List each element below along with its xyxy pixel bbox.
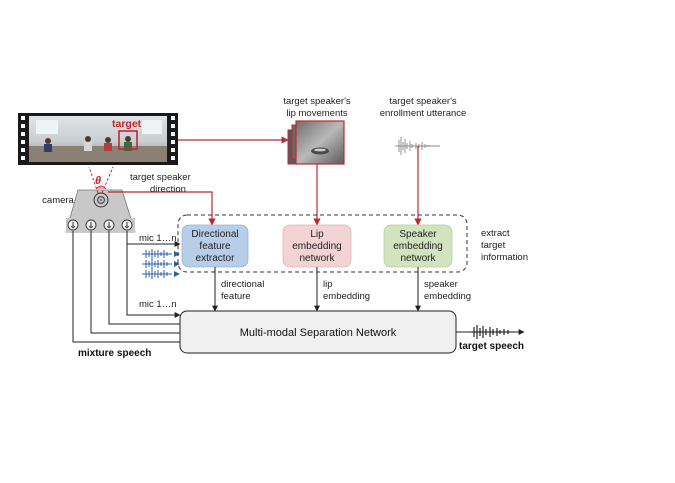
speaker-embedding-network: Speaker embedding network [383, 224, 453, 268]
separation-network-label: Multi-modal Separation Network [240, 327, 397, 339]
speaker-embedding-label-1: speaker [424, 279, 458, 290]
mic-label-top: mic 1…n [139, 233, 176, 244]
directional-feature-extractor: Directional feature extractor [181, 224, 249, 268]
direction-label-1: target speaker [130, 172, 191, 183]
mixture-speech-label: mixture speech [78, 348, 151, 359]
multimodal-separation-network: Multi-modal Separation Network [179, 310, 457, 354]
svg-text:extractor: extractor [196, 253, 236, 264]
mixture-waveforms [142, 249, 172, 279]
lip-embedding-label-2: embedding [323, 291, 370, 302]
directional-feature-label-2: feature [221, 291, 251, 302]
lip-input: target speaker's lip movements [283, 96, 351, 165]
lip-input-label-2: lip movements [286, 108, 347, 119]
mic-icon [121, 219, 133, 231]
mic-icon [85, 219, 97, 231]
theta-symbol: θ [95, 175, 101, 187]
extract-label-2: target [481, 240, 506, 251]
extract-label-1: extract [481, 228, 510, 239]
lip-embedding-label-1: lip [323, 279, 333, 290]
direction-label-2: direction [150, 184, 186, 195]
mic-icon [103, 219, 115, 231]
meeting-participants [44, 136, 132, 152]
mic-label-bottom: mic 1…n [139, 299, 176, 310]
svg-text:network: network [299, 253, 335, 264]
extract-label-3: information [481, 252, 528, 263]
extract-group-box [177, 214, 468, 273]
lip-face-image [295, 120, 345, 165]
lip-embedding-network: Lip embedding network [282, 224, 352, 268]
mic-signal-lines [72, 231, 181, 343]
enrollment-waveform-icon [395, 137, 440, 155]
svg-text:Speaker: Speaker [399, 229, 437, 240]
svg-text:Lip: Lip [310, 229, 324, 240]
target-speech-label: target speech [459, 341, 524, 352]
microphone-row [66, 218, 135, 232]
enroll-input-label-1: target speaker's [389, 96, 457, 107]
target-box [118, 130, 138, 150]
svg-text:feature: feature [199, 241, 231, 252]
direction-arrow [108, 191, 216, 226]
enrollment-input: target speaker's enrollment utterance [380, 96, 467, 155]
svg-text:embedding: embedding [393, 241, 442, 252]
target-label: target [112, 118, 142, 130]
mic-icon [67, 219, 79, 231]
svg-text:embedding: embedding [292, 241, 341, 252]
svg-text:network: network [400, 253, 436, 264]
video-film-strip: target [18, 113, 178, 165]
lip-input-label-1: target speaker's [283, 96, 351, 107]
target-speech-waveform [470, 325, 514, 339]
svg-text:Directional: Directional [191, 229, 238, 240]
directional-feature-label-1: directional [221, 279, 264, 290]
enroll-input-label-2: enrollment utterance [380, 108, 467, 119]
speaker-embedding-label-2: embedding [424, 291, 471, 302]
camera-label: camera [42, 195, 74, 206]
camera-mic-array: camera θ [42, 166, 136, 233]
